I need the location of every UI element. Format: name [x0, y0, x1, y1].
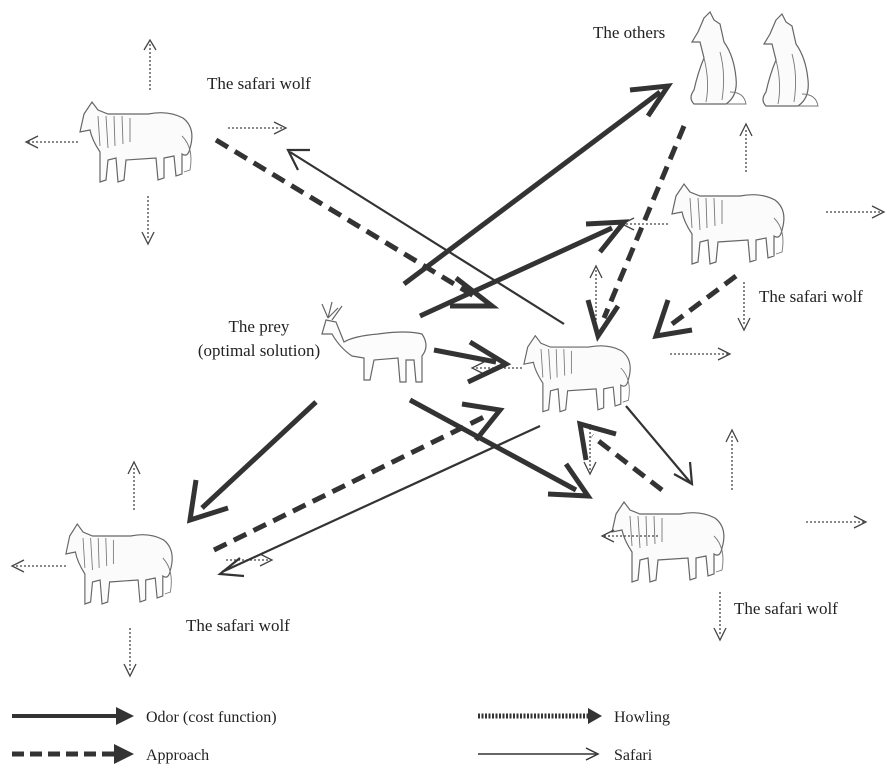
odor-arrow: [410, 400, 576, 490]
prey-sub-label: (optimal solution): [198, 341, 320, 360]
sitting-wolf-1-icon: [691, 12, 746, 104]
wolf-bottom-left-icon: [66, 524, 172, 604]
prey-deer-icon: [322, 302, 426, 382]
odor-arrows: [202, 92, 660, 508]
odor-arrow: [420, 228, 612, 316]
odor-arrow: [202, 402, 316, 508]
legend-odor-swatch: [12, 707, 134, 725]
approach-arrow: [592, 436, 662, 490]
legend-howling-swatch: [478, 708, 602, 724]
safari-arrow: [290, 152, 564, 324]
bottom-left-wolf-label: The safari wolf: [186, 616, 290, 635]
right-wolf-label: The safari wolf: [759, 287, 863, 306]
wolf-bottom-right-icon: [612, 502, 724, 582]
legend: Odor (cost function) Approach Howling Sa…: [12, 707, 670, 764]
bottom-right-wolf-label: The safari wolf: [734, 599, 838, 618]
top-left-wolf-label: The safari wolf: [207, 74, 311, 93]
legend-howling-label: Howling: [614, 709, 670, 726]
legend-safari-label: Safari: [614, 747, 653, 764]
approach-arrow: [672, 276, 736, 324]
approach-arrow: [214, 416, 486, 550]
legend-approach-label: Approach: [146, 747, 209, 764]
wolf-center-icon: [524, 336, 630, 412]
wolf-right-icon: [672, 184, 784, 264]
others-label: The others: [593, 23, 665, 42]
prey-label: The prey: [229, 317, 290, 336]
approach-arrow: [216, 140, 474, 296]
sitting-wolf-2-icon: [763, 14, 818, 106]
legend-safari-swatch: [478, 748, 598, 760]
odor-arrow: [404, 92, 660, 284]
wolf-top-left-icon: [80, 102, 192, 182]
legend-odor-label: Odor (cost function): [146, 709, 277, 726]
legend-approach-swatch: [12, 744, 134, 764]
